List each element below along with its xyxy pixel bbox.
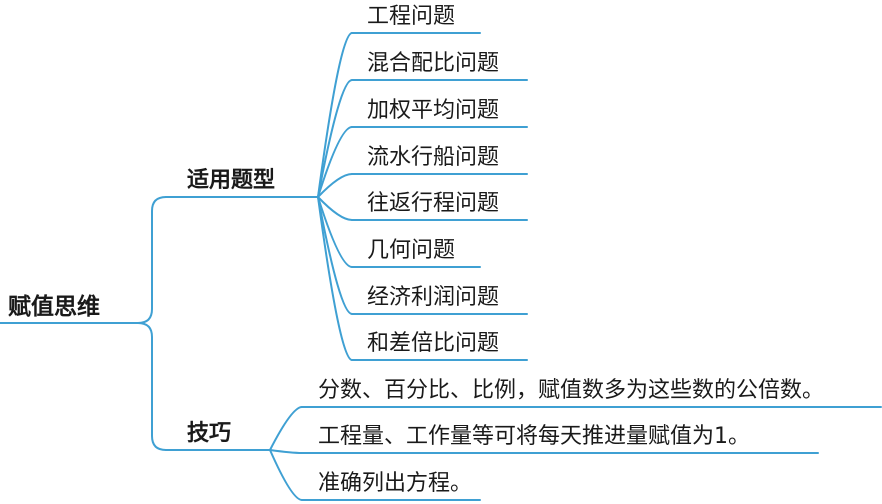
leaf-1-2: 混合配比问题 (367, 51, 500, 76)
link-leaf-1-2 (317, 79, 353, 198)
leaf-2-1: 分数、百分比、比例，赋值数多为这些数的公倍数。 (318, 378, 825, 403)
branch-2-label: 技巧 (187, 421, 232, 446)
root-connectors (0, 196, 319, 451)
leaf-2-2: 工程量、工作量等可将每天推进量赋值为1。 (318, 424, 750, 449)
link-leaf-1-1 (317, 32, 353, 198)
link-leaf-1-7 (317, 196, 353, 315)
link-leaf-2-2 (269, 449, 303, 454)
leaf-2-3: 准确列出方程。 (318, 471, 473, 496)
link-leaf-2-1 (269, 406, 303, 451)
link-leaf-1-8 (317, 196, 353, 361)
leaf-1-1: 工程问题 (367, 4, 456, 29)
leaf-1-8: 和差倍比问题 (367, 331, 500, 356)
branch-2-leaf-connectors (269, 406, 882, 501)
link-leaf-1-4 (317, 173, 353, 198)
leaf-1-7: 经济利润问题 (367, 285, 500, 310)
leaf-1-4: 流水行船问题 (367, 145, 500, 170)
connector-to-branch-1 (137, 196, 167, 324)
leaf-1-6: 几何问题 (367, 238, 456, 263)
link-leaf-1-5 (317, 196, 353, 221)
link-leaf-2-3 (269, 449, 303, 501)
branch-1-leaf-connectors (317, 32, 528, 361)
connector-to-branch-2 (137, 322, 167, 451)
link-leaf-1-3 (317, 126, 353, 198)
branch-1-label: 适用题型 (187, 168, 276, 193)
link-leaf-1-6 (317, 196, 353, 268)
leaf-1-5: 往返行程问题 (367, 191, 500, 216)
leaf-1-3: 加权平均问题 (367, 98, 500, 123)
root-node-label: 赋值思维 (8, 294, 100, 320)
